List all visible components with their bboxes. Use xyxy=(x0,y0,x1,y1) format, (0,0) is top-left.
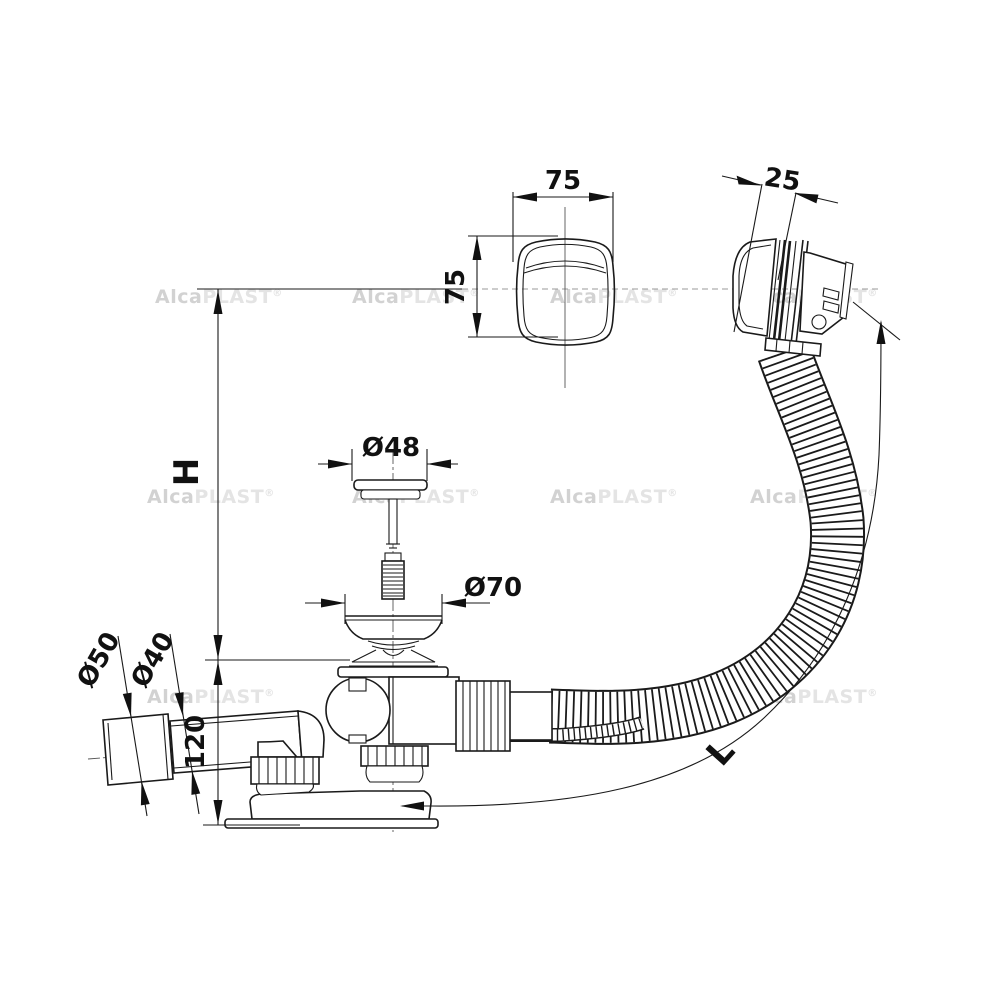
base-plate xyxy=(224,818,439,829)
dim-label-overflow-depth: 25 xyxy=(762,162,802,197)
svg-text:AlcaPLAST®: AlcaPLAST® xyxy=(147,686,274,708)
strainer-flange-plate xyxy=(337,666,449,678)
base-nut xyxy=(360,745,429,783)
tee-body xyxy=(388,676,460,745)
dim-label-base-height: 120 xyxy=(181,715,211,769)
overflow-cap-side-profile xyxy=(732,238,777,337)
dimension-overflow-depth: 25 xyxy=(721,162,839,333)
dim-label-cap-height: 75 xyxy=(441,269,471,305)
hose-collar xyxy=(764,337,822,357)
cap-inner-outline xyxy=(522,243,609,341)
clamp-bracket xyxy=(839,261,854,320)
hose-nut xyxy=(455,680,511,752)
svg-text:AlcaPLAST®: AlcaPLAST® xyxy=(155,286,282,308)
dimension-strainer-diameter: Ø70 xyxy=(305,573,522,624)
dim-label-hose-length: L xyxy=(699,731,743,774)
hose-end-tube xyxy=(507,691,553,741)
svg-text:AlcaPLAST®: AlcaPLAST® xyxy=(352,286,479,308)
overflow-screw-detail xyxy=(811,314,827,330)
drain-trap-body xyxy=(224,666,511,829)
plug-cap xyxy=(353,479,428,491)
plug-screw-shaft xyxy=(388,498,398,545)
drain-base xyxy=(249,790,432,820)
dimension-cap-width: 75 xyxy=(512,166,614,262)
dimension-plug-diameter: Ø48 xyxy=(318,433,458,481)
hose-inner-tube xyxy=(400,717,644,741)
pipe-socket xyxy=(102,713,174,786)
svg-text:AlcaPLAST®: AlcaPLAST® xyxy=(550,486,677,508)
dimension-base-height: 120 xyxy=(181,660,300,826)
cap-dome-seam xyxy=(525,260,605,269)
threaded-stud xyxy=(381,552,405,600)
dimension-cap-height: 75 xyxy=(441,235,558,338)
dim-label-plug-diameter: Ø48 xyxy=(362,433,420,463)
dim-label-height-reference: H xyxy=(167,458,207,486)
dim-label-cap-width: 75 xyxy=(545,166,581,196)
cap-outer-outline xyxy=(515,238,616,346)
dim-label-outlet-inner-diameter: Ø40 xyxy=(126,627,181,692)
dim-label-strainer-diameter: Ø70 xyxy=(464,573,522,603)
drain-plug-assembly xyxy=(353,479,428,600)
flexible-hose xyxy=(400,342,866,745)
waste-strainer xyxy=(344,615,443,667)
outlet-pipe-assembly xyxy=(102,710,325,796)
overflow-cap-front-view xyxy=(515,238,616,346)
svg-text:AlcaPLAST®: AlcaPLAST® xyxy=(147,486,274,508)
overflow-fitting-side-view xyxy=(732,238,854,357)
dimension-height-reference: H xyxy=(167,289,350,661)
hose-corrugation xyxy=(549,343,864,743)
elbow-nut xyxy=(250,756,320,796)
